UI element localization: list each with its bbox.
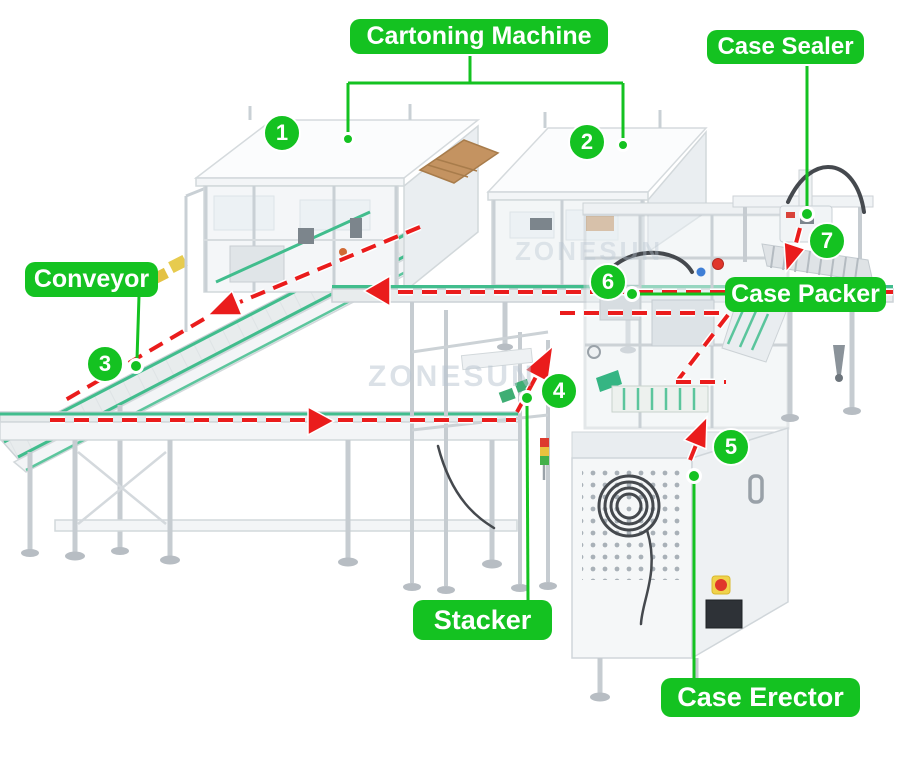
flow-arrow-down-sealer	[783, 240, 807, 274]
label-stacker: Stacker	[413, 600, 552, 640]
step-marker-3: 3	[86, 345, 124, 383]
label-case-sealer: Case Sealer	[707, 30, 864, 64]
bottom-conveyor	[0, 411, 521, 569]
flow-arrow-downleft	[206, 289, 244, 316]
label-case-erector: Case Erector	[661, 678, 860, 717]
flow-arrow-left	[362, 274, 391, 308]
case-erector-machine	[571, 426, 789, 708]
label-cartoning-machine: Cartoning Machine	[350, 19, 608, 54]
flow-arrow-upright-stacker	[523, 344, 555, 384]
step-marker-1: 1	[263, 114, 301, 152]
flow-arrow-right	[307, 405, 336, 437]
callout-connectors	[128, 56, 815, 678]
label-case-packer: Case Packer	[725, 277, 886, 312]
step-marker-4: 4	[540, 372, 578, 410]
step-marker-2: 2	[568, 123, 606, 161]
step-marker-7: 7	[808, 222, 846, 260]
label-conveyor: Conveyor	[25, 262, 158, 297]
step-marker-5: 5	[712, 428, 750, 466]
step-marker-6: 6	[589, 263, 627, 301]
stacker-frame	[403, 302, 557, 594]
cartoning-machine-1	[184, 104, 500, 332]
flow-arrow-up-erector	[682, 415, 708, 451]
